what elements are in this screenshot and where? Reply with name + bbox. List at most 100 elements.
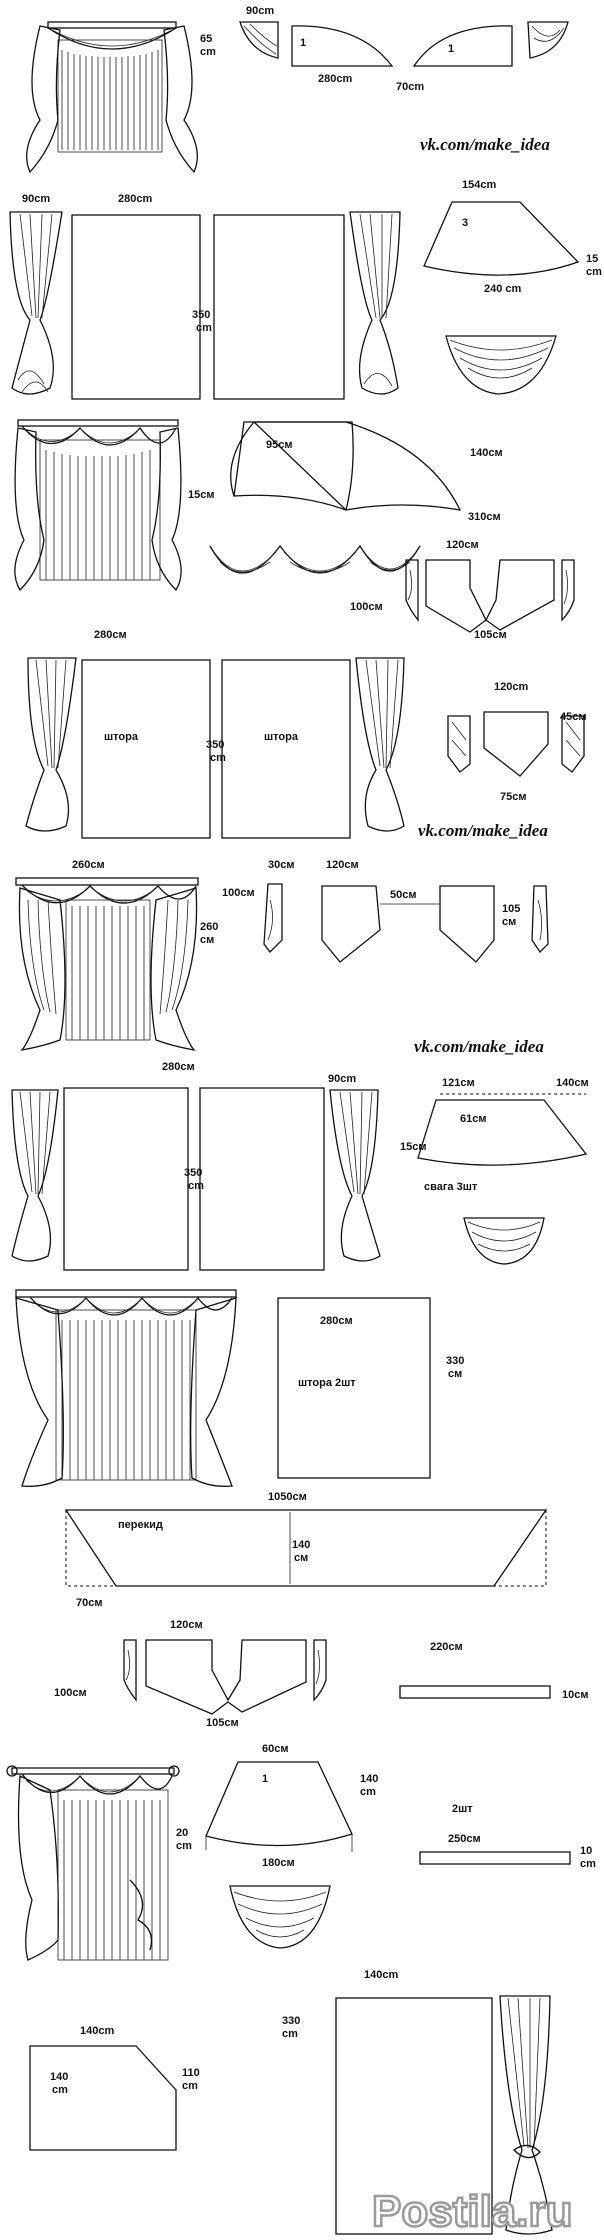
strip-pattern (399, 1685, 551, 1699)
label-120: 120cm (494, 681, 528, 693)
curtain-panel-left (63, 1087, 189, 1271)
label-350: 350 (206, 739, 224, 751)
pattern-piece-1-right (412, 25, 513, 67)
label-svaga: свага 3шт (424, 1181, 478, 1193)
label-70: 70cm (396, 81, 424, 93)
label-310: 310см (468, 511, 501, 523)
swag-corner-icon (239, 21, 279, 59)
label-100: 100см (350, 601, 383, 613)
label-140: 140см (556, 1077, 589, 1089)
label-280: 280см (94, 629, 127, 641)
label-90: 90cm (246, 5, 274, 17)
curtain-panel (335, 1997, 493, 2235)
label-240: 240 cm (484, 283, 522, 295)
label-10: 10см (562, 1689, 589, 1701)
label-10-unit: cm (580, 1858, 596, 1870)
swag-drape-sketch (463, 1217, 545, 1265)
label-140: 140 (292, 1539, 310, 1551)
curtain-illustration (15, 1289, 237, 1487)
label-105: 105см (206, 1717, 239, 1729)
overthrow-pattern (64, 1509, 548, 1587)
label-60: 60см (262, 1743, 289, 1755)
label-110: 110 (182, 2067, 200, 2079)
label-61: 61см (460, 1113, 487, 1125)
swag-corner-icon (527, 21, 569, 59)
label-350-unit: cm (196, 322, 212, 334)
label-280: 280см (162, 1061, 195, 1073)
label-330-unit: cm (282, 2028, 298, 2040)
label-15: 15 (586, 253, 598, 265)
curtain-panel-right (221, 659, 351, 839)
label-shtora: штора (264, 731, 299, 743)
label-90: 90cm (22, 193, 50, 205)
label-154: 154cm (462, 179, 496, 191)
lambrequin-pieces (447, 711, 585, 777)
label-330: 330 (446, 1355, 464, 1367)
label-350: 350 (184, 1167, 202, 1179)
label-90: 90cm (328, 1073, 356, 1085)
label-70: 70см (76, 1597, 103, 1609)
curtain-illustration (14, 419, 182, 592)
label-350-unit: cm (210, 752, 226, 764)
curtain-panel-left (81, 659, 211, 839)
curtain-panel-left (71, 214, 201, 400)
lambrequin-pattern (123, 1639, 327, 1715)
label-140-unit: cm (360, 1786, 376, 1798)
curtain-folds (61, 50, 159, 150)
label-shtora: штора (104, 731, 139, 743)
label-1050: 1050см (268, 1491, 307, 1503)
tied-curtain-right (329, 1089, 381, 1262)
tied-curtain-right (499, 1995, 553, 2235)
swag-pattern-piece (417, 1099, 588, 1166)
swag-drape-sketch (209, 544, 421, 574)
label-1a: 1 (300, 37, 306, 49)
watermark: vk.com/make_idea (418, 821, 548, 840)
label-50: 50см (390, 889, 417, 901)
label-65: 65 (200, 33, 212, 45)
tied-curtain-right (349, 211, 401, 395)
curtain-illustration (15, 877, 199, 1051)
label-260-height-unit: см (200, 934, 214, 946)
label-30: 30см (268, 859, 295, 871)
label-3: 3 (462, 217, 468, 229)
watermark: vk.com/make_idea (414, 1037, 544, 1056)
label-perekid: перекид (118, 1519, 163, 1531)
lambrequin-pieces (321, 885, 495, 963)
label-20: 20 (176, 1827, 188, 1839)
label-45: 45см (560, 711, 587, 723)
label-280: 280см (320, 1315, 353, 1327)
label-100: 100см (222, 887, 255, 899)
label-15-unit: cm (586, 266, 602, 278)
label-121: 121см (442, 1077, 475, 1089)
curtain-panel (277, 1297, 431, 1479)
jabot-left (263, 883, 283, 953)
brand-logo: Postila.ru (372, 2187, 573, 2236)
pattern-piece-1-left (291, 25, 394, 67)
label-350: 350 (192, 309, 210, 321)
label-shtora-2sht: штора 2шт (298, 1377, 356, 1389)
curtain-panel-right (199, 1087, 325, 1271)
label-350-unit: cm (188, 1180, 204, 1192)
tied-curtain-left (11, 1089, 59, 1262)
tied-curtain-left (25, 657, 77, 832)
label-10: 10 (580, 1845, 592, 1857)
label-250: 250см (448, 1833, 481, 1845)
label-105: 105 (502, 903, 520, 915)
label-105: 105см (474, 629, 507, 641)
label-330-unit: см (448, 1368, 462, 1380)
label-280: 280cm (118, 193, 152, 205)
label-140-inner-unit: cm (52, 2084, 68, 2096)
label-100: 100см (54, 1687, 87, 1699)
watermark: vk.com/make_idea (420, 135, 550, 154)
swag-drape-sketch (445, 335, 557, 395)
label-180: 180см (262, 1857, 295, 1869)
curtain-illustration (6, 1765, 180, 1961)
swag-pattern-piece-3 (423, 201, 580, 276)
label-20-unit: cm (176, 1840, 192, 1852)
label-260-height: 260 (200, 921, 218, 933)
label-2sht: 2шт (452, 1803, 473, 1815)
swag-pattern-trapezoid (230, 421, 462, 511)
label-120: 120см (326, 859, 359, 871)
